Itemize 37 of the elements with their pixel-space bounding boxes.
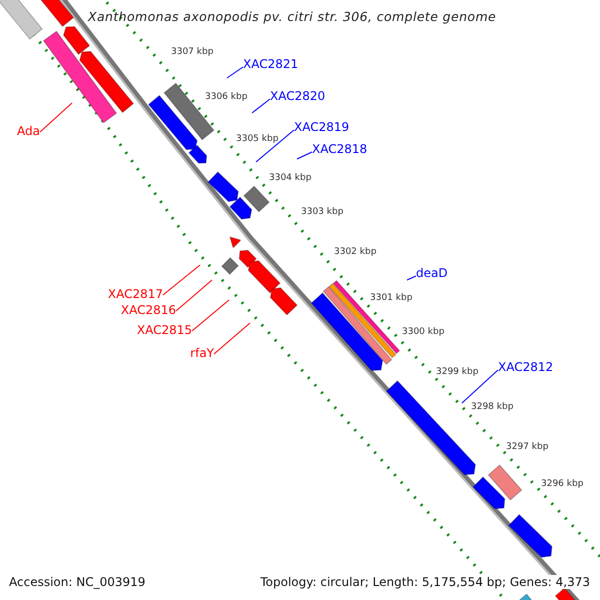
gene-label: XAC2816 — [120, 303, 176, 317]
leader-line — [192, 300, 230, 332]
tick-label: 3300 kbp — [402, 327, 444, 338]
gene-label: deaD — [416, 266, 448, 280]
tick-label: 3299 kbp — [436, 367, 478, 378]
genome-info-text: Topology: circular; Length: 5,175,554 bp; Genes: 4,373 — [260, 575, 590, 589]
leader-line — [462, 370, 498, 404]
tick-label: 3303 kbp — [301, 207, 344, 218]
tick-label: 3296 kbp — [541, 479, 584, 490]
gene-label: XAC2817 — [108, 287, 163, 301]
leader-line — [296, 152, 312, 160]
gene-label: XAC2818 — [312, 142, 368, 156]
title: Xanthomonas axonopodis pv. citri str. 306, complete genome — [88, 9, 496, 25]
gene-label: Ada — [17, 124, 40, 138]
leader-line — [214, 322, 250, 354]
accession-text: Accession: NC_003919 — [9, 575, 146, 589]
tick-label: 3306 kbp — [205, 92, 248, 103]
leader-line — [406, 276, 416, 280]
leader-line — [226, 66, 244, 78]
tick-label: 3301 kbp — [370, 293, 412, 304]
gene-label: XAC2821 — [243, 57, 298, 71]
tick-label: 3304 kbp — [269, 173, 312, 184]
gene-label: rfaY — [190, 346, 214, 360]
gene-label: XAC2819 — [294, 120, 350, 134]
tick-label: 3297 kbp — [506, 442, 548, 453]
gene-label: XAC2820 — [270, 89, 326, 103]
tick-label: 3307 kbp — [171, 47, 214, 58]
leader-line — [256, 130, 294, 162]
leader-line — [176, 280, 212, 312]
leader-line — [40, 102, 72, 132]
leader-line — [162, 264, 200, 296]
leader-line — [252, 98, 270, 114]
tick-label: 3298 kbp — [471, 402, 514, 413]
tick-label: 3305 kbp — [236, 134, 278, 145]
gene-label: XAC2815 — [136, 323, 192, 337]
tick-label: 3302 kbp — [334, 247, 376, 258]
gene-label: XAC2812 — [498, 360, 554, 374]
